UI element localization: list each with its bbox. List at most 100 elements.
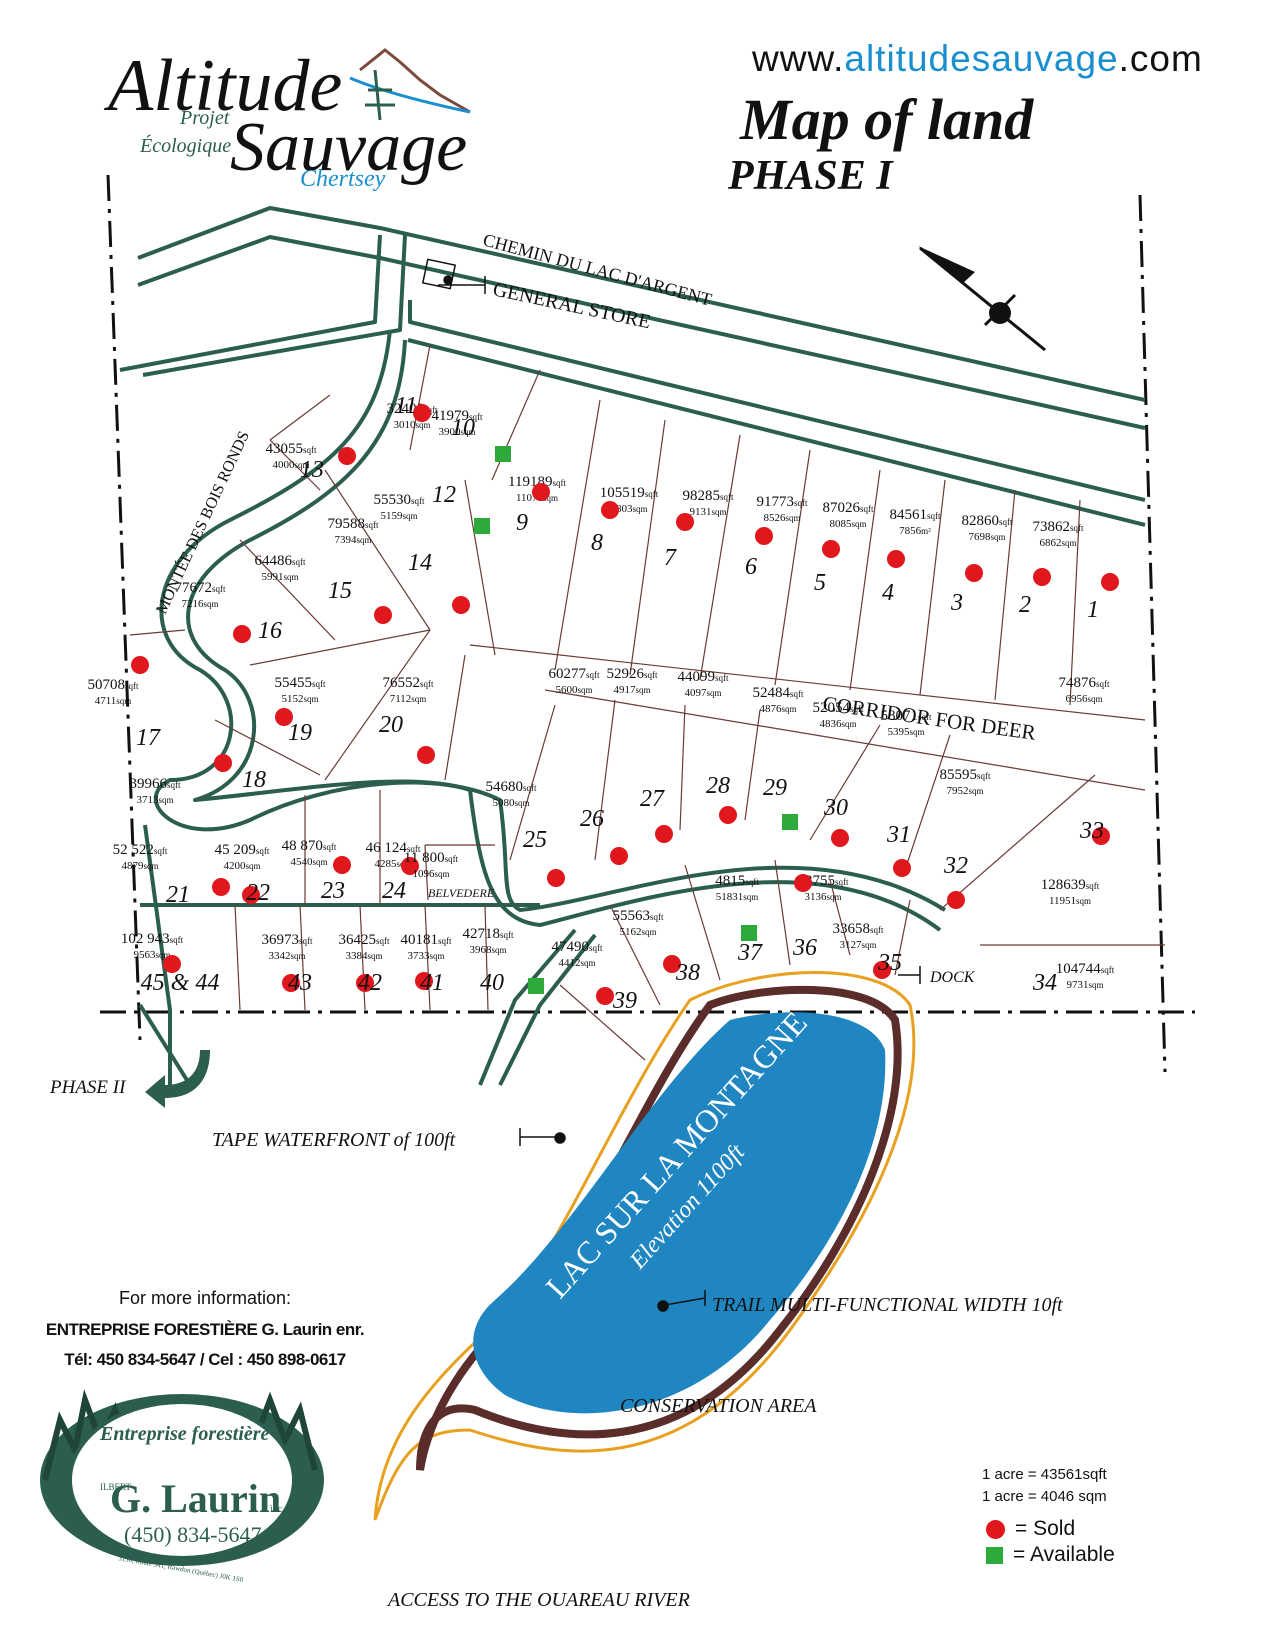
website-url[interactable]: www.altitudesauvage.com xyxy=(752,38,1203,79)
sqm-unit: sqm xyxy=(294,460,309,470)
phase2-road xyxy=(138,824,192,1087)
sold-marker-icon xyxy=(417,746,435,764)
lot-area-sqft: 55455sqft xyxy=(275,675,326,691)
sqft-unit: sqft xyxy=(420,679,434,689)
sqft-unit: sqft xyxy=(1101,965,1115,975)
sqft-unit: sqft xyxy=(256,846,270,856)
lot-area-sqm: 4097sqm xyxy=(684,687,721,699)
lot-number: 15 xyxy=(328,578,352,604)
sqm-unit: sqm xyxy=(543,493,558,503)
lot-1[interactable]: 1 xyxy=(1087,573,1119,623)
lot-area-sqm: 7112sqm xyxy=(390,693,427,705)
sqm-unit: sqm xyxy=(367,951,382,961)
lot-number: 7 xyxy=(664,545,677,571)
sqft-unit: sqft xyxy=(365,520,379,530)
available-marker-icon xyxy=(495,446,511,462)
lot-area-sqft: 48 870sqft xyxy=(282,838,337,854)
lower-road-edge xyxy=(407,338,1146,527)
lot-number: 23 xyxy=(321,878,345,904)
lot-area-sqm: 3900sqm xyxy=(438,426,475,438)
lot-number: 2 xyxy=(1019,592,1031,618)
badge-suffix: inc. xyxy=(270,1504,285,1515)
sqft-unit: sqft xyxy=(850,704,864,714)
sqm-unit: sqm xyxy=(1076,896,1091,906)
sqft-unit: sqft xyxy=(445,854,459,864)
lot-23[interactable]: 48 870sqft 4540sqm 23 xyxy=(282,838,351,904)
lot-number: 19 xyxy=(288,720,312,746)
lot-area-sqm: 4711sqm xyxy=(95,695,132,707)
sqm-unit: sqm xyxy=(1088,980,1103,990)
sqft-unit: sqft xyxy=(586,670,600,680)
lot-area-sqm: 4836sqm xyxy=(819,718,856,730)
sold-marker-icon xyxy=(822,540,840,558)
lot-area-sqm: 4412sqm xyxy=(558,957,595,969)
sqft-unit: sqft xyxy=(552,478,566,488)
lot-area-sqm: 5162sqm xyxy=(619,926,656,938)
sold-marker-icon xyxy=(663,955,681,973)
lot-area-sqm: 4000sqm xyxy=(272,459,309,471)
phone-numbers[interactable]: Tél: 450 834-5647 / Cel : 450 898-0617 xyxy=(64,1350,346,1369)
sqft-unit: sqft xyxy=(523,783,537,793)
sqft-unit: sqft xyxy=(167,780,181,790)
legend-sold-label: = Sold xyxy=(1015,1517,1076,1540)
lot-number: 26 xyxy=(580,806,604,832)
lot-number: 9 xyxy=(516,510,528,536)
lot-area-sqm: 5600sqm xyxy=(555,684,592,696)
sqm-unit: sqm xyxy=(411,694,426,704)
sqm-unit: sqm xyxy=(706,688,721,698)
sold-marker-icon xyxy=(131,656,149,674)
lot-area-sqft: 119189sqft xyxy=(508,474,566,490)
sqft-unit: sqft xyxy=(715,673,729,683)
sqft-unit: sqft xyxy=(720,492,734,502)
sold-marker-icon xyxy=(356,974,374,992)
lot-number: 40 xyxy=(480,970,504,996)
lot-24[interactable]: 46 124sqft4285sqm24 xyxy=(366,840,421,904)
lot-area-sqm: 1096sqm xyxy=(412,868,449,880)
lot-area-sqm: 4540sqm xyxy=(290,856,327,868)
lot-area-sqft: 74876sqft xyxy=(1059,675,1110,691)
